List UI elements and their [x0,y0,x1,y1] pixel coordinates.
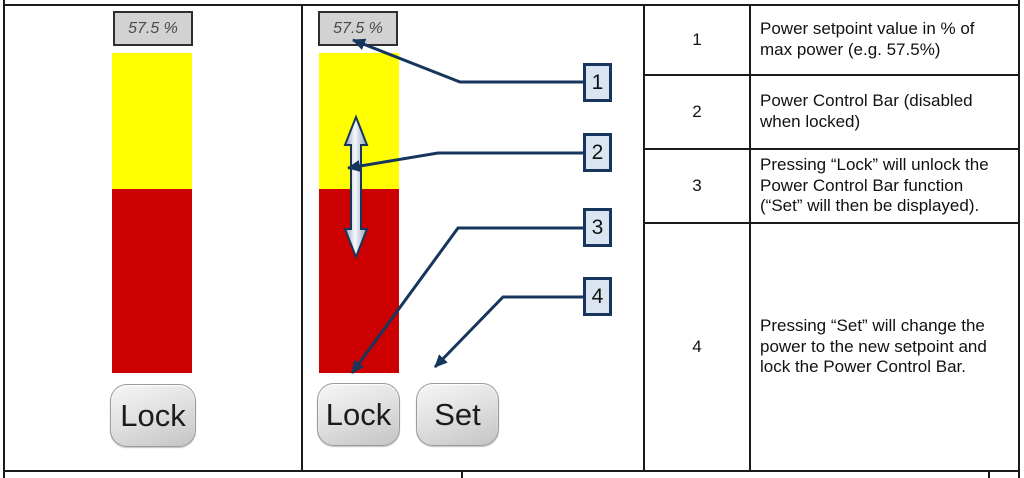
callout-3-label: 3 [591,215,604,239]
row-number: 1 [692,30,702,49]
power-setpoint-display: 57.5 % [318,11,398,46]
row-number: 2 [692,102,702,121]
row-description-cell: Power setpoint value in % of max power (… [751,6,1018,74]
table-border-stub [3,0,5,4]
bar-setpoint-segment [112,189,192,373]
power-control-panel-annotated: 57.5 % [303,6,645,470]
row-number-cell: 2 [645,76,751,148]
callout-3: 3 [583,208,612,247]
lock-button[interactable]: Lock [110,384,196,447]
row-number: 3 [692,176,702,195]
row-number-cell: 1 [645,6,751,74]
lock-button-label: Lock [325,396,392,432]
callout-1: 1 [583,63,612,102]
row-description-cell: Pressing “Lock” will unlock the Power Co… [751,150,1018,222]
table-border-stub [1018,472,1020,478]
callout-1-label: 1 [591,70,604,94]
callout-2: 2 [583,133,612,172]
row-description-cell: Pressing “Set” will change the power to … [751,224,1018,470]
power-control-bar[interactable] [112,53,192,373]
power-setpoint-display: 57.5 % [113,11,193,46]
setpoint-value: 57.5 % [128,19,178,37]
table-row: 1 Power setpoint value in % of max power… [645,6,1018,76]
set-button-label: Set [434,396,481,432]
callout-4-label: 4 [591,284,604,308]
callout-4-arrow [433,295,583,369]
table-row: 2 Power Control Bar (disabled when locke… [645,76,1018,150]
table-border-stub [988,472,990,478]
table-row: 4 Pressing “Set” will change the power t… [645,224,1018,470]
table-border-stub [1018,0,1020,4]
callout-2-label: 2 [591,140,604,164]
row-description: Power setpoint value in % of max power (… [760,19,975,59]
setpoint-value: 57.5 % [333,19,383,37]
lock-button[interactable]: Lock [317,383,400,446]
row-number-cell: 3 [645,150,751,222]
table-border-stub [3,472,5,478]
row-description: Pressing “Lock” will unlock the Power Co… [760,154,989,216]
table-border-stub [461,472,463,478]
lock-button-label: Lock [120,397,186,433]
row-number-cell: 4 [645,224,751,470]
row-description: Power Control Bar (disabled when locked) [760,91,973,131]
power-control-panel-locked: 57.5 % Lock [5,6,303,470]
callout-4: 4 [583,277,612,316]
bar-remaining-segment [112,53,192,189]
table-row: 3 Pressing “Lock” will unlock the Power … [645,150,1018,224]
row-description-cell: Power Control Bar (disabled when locked) [751,76,1018,148]
set-button[interactable]: Set [416,383,499,446]
legend-table: 1 Power setpoint value in % of max power… [645,6,1018,470]
table-row: 57.5 % Lock 57.5 % [3,4,1020,472]
row-description: Pressing “Set” will change the power to … [760,315,987,377]
row-number: 4 [692,337,702,356]
